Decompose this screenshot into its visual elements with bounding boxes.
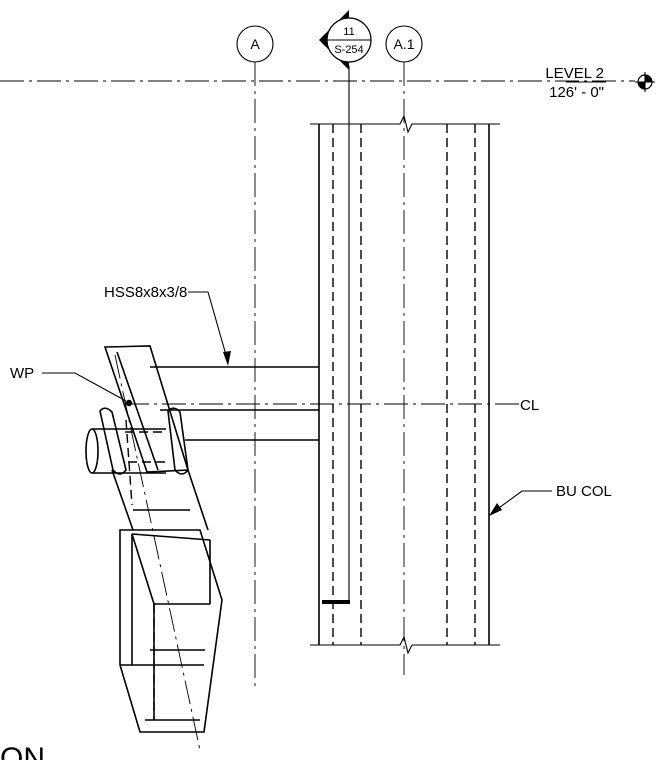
- column-callout[interactable]: BU COL: [489, 483, 612, 516]
- built-up-column: [310, 114, 500, 655]
- section-cut-marker[interactable]: 11 S-254: [319, 10, 372, 600]
- column-label: BU COL: [556, 483, 612, 500]
- brace-centerline: CL: [125, 397, 539, 414]
- brace-size-callout[interactable]: HSS8x8x3/8: [104, 284, 231, 366]
- grid-line-a: A: [236, 25, 274, 690]
- work-point-callout[interactable]: WP: [10, 365, 127, 402]
- leader-arrow-icon: [223, 351, 231, 366]
- work-point-label: WP: [10, 365, 34, 382]
- grid-bubble-a1-label: A.1: [393, 36, 414, 52]
- level-line: LEVEL 2 126' - 0": [0, 65, 655, 101]
- section-number: 11: [343, 26, 354, 38]
- work-point-marker: [125, 399, 133, 407]
- brace-connection-assembly: [85, 345, 223, 751]
- brace-size-label: HSS8x8x3/8: [104, 284, 187, 301]
- hss-brace: [150, 366, 319, 441]
- grid-bubble-a-label: A: [250, 36, 260, 52]
- grid-line-a1: A.1: [385, 25, 423, 675]
- column-leader-arrow-icon: [489, 503, 502, 516]
- level-elevation: 126' - 0": [549, 84, 604, 101]
- level-name: LEVEL 2: [545, 65, 604, 82]
- section-sheet: S-254: [334, 44, 363, 56]
- view-title-fragment: ON: [0, 742, 45, 760]
- level-datum-icon: [635, 72, 655, 92]
- centerline-label: CL: [520, 397, 539, 414]
